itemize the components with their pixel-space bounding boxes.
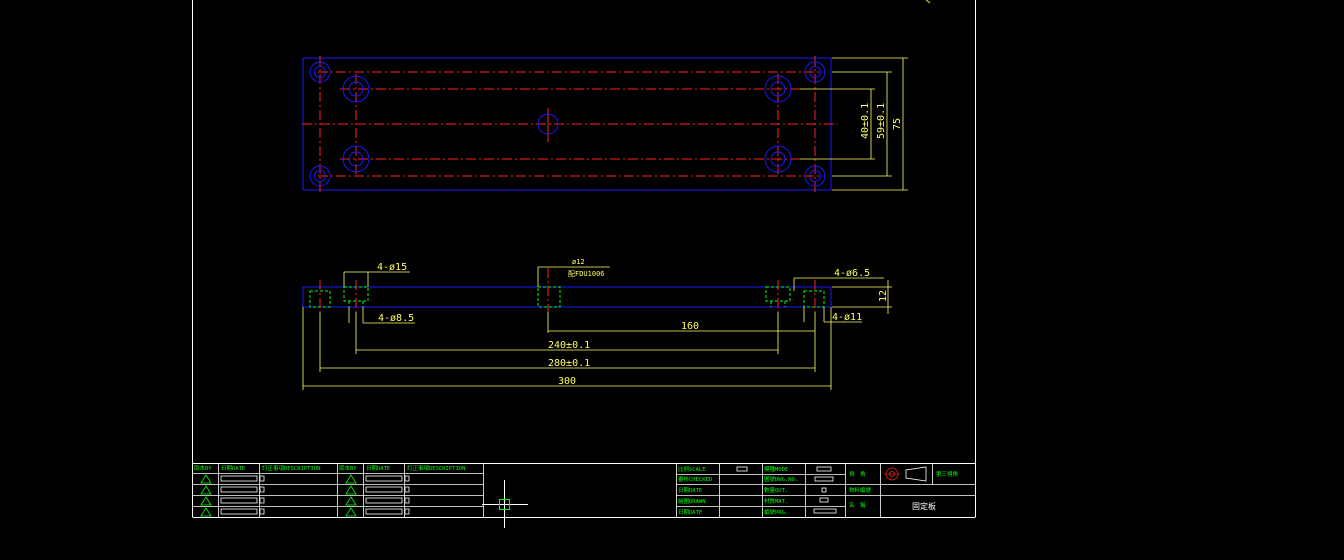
label-mode: 模種MODE <box>764 465 788 473</box>
label-dwg-no: 圖號DWG.NO. <box>764 475 798 483</box>
label-material-no: 物料編號 <box>849 486 872 494</box>
crosshair-cursor[interactable] <box>482 480 528 528</box>
dim-300: 300 <box>558 376 576 387</box>
label-mat: 材質MAT. <box>764 497 788 505</box>
rev-header-desc-1: 訂正事項DESCRIPTION <box>262 464 320 472</box>
info-fields <box>736 466 837 514</box>
ucs-marker-icon <box>925 0 931 4</box>
part-name: 固定板 <box>912 501 936 511</box>
label-date-2: 日期DATE <box>678 509 702 516</box>
label-scale: 比例SCALE <box>678 465 706 473</box>
rev-header-by-1: 版本BY <box>194 464 212 472</box>
hidden-holes <box>309 286 825 308</box>
dim-hole-8-5: 4-ø8.5 <box>378 313 414 324</box>
front-view-dimensions: 4-ø15 4-ø8.5 ø12 配FDU1006 4-ø6.5 4-ø11 1… <box>302 258 892 390</box>
label-date-1: 日期DATE <box>678 487 702 494</box>
label-drawn: 繪圖DRAWN <box>678 497 706 505</box>
top-view-dimensions: 40±0.1 59±0.1 75 <box>800 57 908 191</box>
dim-hole-15: 4-ø15 <box>377 262 407 273</box>
rev-header-date-2: 日期DATE <box>366 465 390 472</box>
dim-center-hole: ø12 <box>572 258 585 266</box>
revision-marks <box>200 474 357 517</box>
dim-hole-6-5: 4-ø6.5 <box>834 268 870 279</box>
dim-59: 59±0.1 <box>876 103 887 139</box>
drawing-frame <box>192 0 976 518</box>
dim-hole-11: 4-ø11 <box>832 312 862 323</box>
rev-header-by-2: 版本BY <box>339 464 357 472</box>
revision-table <box>192 463 484 517</box>
label-view: 視 角 <box>849 470 866 478</box>
info-block-grid <box>676 463 975 517</box>
dim-240: 240±0.1 <box>548 340 590 351</box>
title-block: 版本BY 日期DATE 訂正事項DESCRIPTION 版本BY 日期DATE … <box>192 463 975 517</box>
label-qty: 數量QUT. <box>764 486 788 494</box>
counterbore-holes <box>342 75 792 173</box>
dim-75: 75 <box>892 118 903 130</box>
top-view: 40±0.1 59±0.1 75 <box>302 56 908 192</box>
front-view: 4-ø15 4-ø8.5 ø12 配FDU1006 4-ø6.5 4-ø11 1… <box>302 258 892 390</box>
label-checked: 審核CHECKED <box>678 475 712 483</box>
dim-thickness: 12 <box>878 290 889 302</box>
label-prg: 編號PRG. <box>764 508 788 516</box>
plate-outline-front <box>302 286 832 308</box>
rev-header-date-1: 日期DATE <box>221 465 245 472</box>
projection-symbol-icon <box>884 466 927 482</box>
dim-160: 160 <box>681 321 699 332</box>
revision-fields <box>220 475 410 515</box>
dim-280: 280±0.1 <box>548 358 590 369</box>
corner-holes <box>309 61 826 187</box>
label-name: 名 稱 <box>849 501 866 509</box>
center-hole <box>537 113 559 135</box>
center-hole-note: 配FDU1006 <box>568 270 605 278</box>
rev-header-desc-2: 訂正事項DESCRIPTION <box>407 464 465 472</box>
label-projection: 第三視角 <box>936 470 958 478</box>
dim-40: 40±0.1 <box>860 103 871 139</box>
